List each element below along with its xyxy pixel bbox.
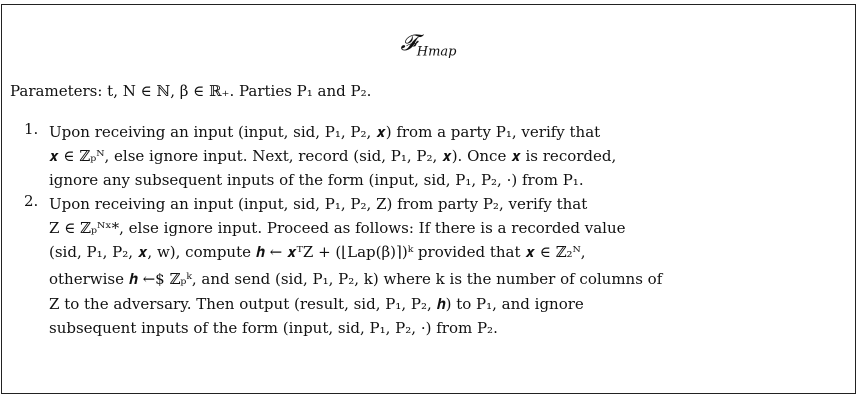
rule-item-2: 2. Upon receiving an input (input, sid, …	[10, 192, 846, 340]
rule-line: Upon receiving an input (input, sid, P₁,…	[49, 195, 588, 213]
title-subscript: Hmap	[416, 44, 457, 60]
rule-item-1: 1. Upon receiving an input (input, sid, …	[10, 120, 846, 192]
functionality-box: 𝓕Hmap Parameters: t, N ∈ ℕ, β ∈ ℝ₊. Part…	[1, 4, 856, 394]
rule-line: ignore any subsequent inputs of the form…	[49, 171, 584, 189]
rule-line: subsequent inputs of the form (input, si…	[49, 319, 498, 337]
rule-line: 𝒙 ∈ ℤₚᴺ, else ignore input. Next, record…	[49, 147, 617, 165]
rule-number: 1.	[24, 120, 39, 138]
parameters-line: Parameters: t, N ∈ ℕ, β ∈ ℝ₊. Parties P₁…	[10, 82, 372, 100]
functionality-title: 𝓕Hmap	[2, 29, 855, 67]
rule-number: 2.	[24, 192, 39, 210]
rule-line: Upon receiving an input (input, sid, P₁,…	[49, 123, 601, 141]
rule-line: otherwise 𝒉 ←$ ℤₚᵏ, and send (sid, P₁, P…	[49, 270, 663, 288]
rules-list: 1. Upon receiving an input (input, sid, …	[10, 120, 846, 340]
rule-line: (sid, P₁, P₂, 𝒙, w), compute 𝒉 ← 𝒙ᵀZ + (…	[49, 243, 586, 261]
title-symbol: 𝓕	[400, 31, 417, 56]
rule-line: Z ∈ ℤₚᴺˣ*, else ignore input. Proceed as…	[49, 219, 626, 237]
rule-line: Z to the adversary. Then output (result,…	[49, 295, 584, 313]
